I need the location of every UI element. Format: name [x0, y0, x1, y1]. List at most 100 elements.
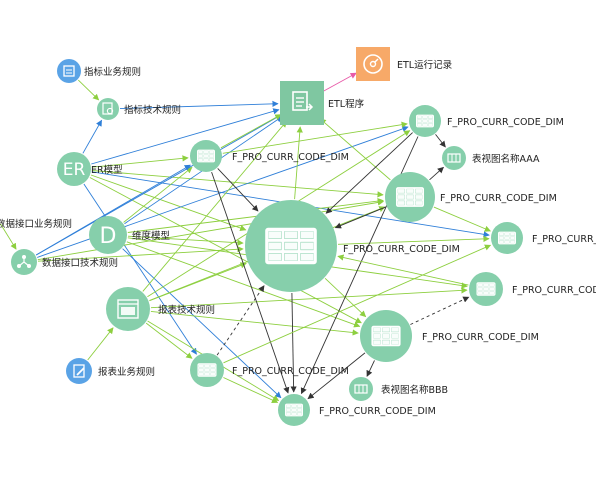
node-v1[interactable]: 表视图名称AAA: [442, 146, 540, 170]
svg-text:ER: ER: [63, 160, 86, 180]
node-etllog[interactable]: ETL运行记录: [356, 47, 453, 81]
node-sjjkyw[interactable]: 数据接口业务规则: [0, 218, 72, 230]
view-icon: [349, 377, 373, 401]
dimension-icon: D: [89, 216, 127, 254]
node-label: 数据接口技术规则: [42, 257, 118, 269]
node-label: F_PRO_CURR_CODE_DIM: [232, 152, 349, 163]
node-label: F_PRO_CURR_CODE_DIM: [440, 193, 557, 204]
edge-n_t2-n_etl: [220, 114, 282, 149]
node-wd[interactable]: D 维度模型: [89, 216, 171, 254]
edge-n_sjjkjs-n_center: [37, 246, 244, 262]
node-label: F_PRO_CURR_CODE_DIM: [319, 406, 436, 417]
edge-n_t5-n_center: [337, 254, 469, 286]
table-icon: [409, 105, 441, 137]
edge-n_wd-n_center: [127, 235, 244, 246]
gauge-icon: [356, 47, 390, 81]
edge-n_er-n_t3: [91, 170, 384, 198]
table-icon: [385, 172, 435, 222]
edge-n_t3-n_etl: [319, 118, 391, 181]
edge-n_wd-n_t3: [127, 197, 384, 233]
edge-n_t6-n_t8: [307, 352, 366, 400]
view-icon: [442, 146, 466, 170]
node-bbjs[interactable]: 报表技术规则: [106, 287, 215, 331]
edge-n_etl-n_etllog: [321, 72, 357, 93]
node-t3[interactable]: F_PRO_CURR_CODE_DIM: [385, 172, 557, 222]
node-label: 指标技术规则: [124, 104, 181, 116]
table-icon: [491, 222, 523, 254]
edge-n_t3-n_v1: [429, 166, 444, 181]
edge-n_er-n_etl: [91, 108, 280, 165]
edge-n_sjjkyw-n_sjjkjs: [0, 223, 17, 250]
node-zbyw[interactable]: 指标业务规则: [57, 59, 141, 83]
node-label: F_PRO_CURR_CODE_DIM: [343, 244, 460, 255]
table-icon: [245, 200, 337, 292]
node-label: F_PRO_CURR_CODE_DIM: [447, 117, 564, 128]
edge-n_bbyw-n_bbjs: [87, 327, 114, 361]
node-label: F_PRO_CURR_CODE_DIM: [422, 332, 539, 343]
report-icon: [106, 287, 150, 331]
node-label: 维度模型: [132, 230, 171, 242]
edge-n_er-n_zbjs: [82, 119, 102, 154]
edge-n_bbjs-n_center: [149, 262, 247, 302]
node-label: 报表技术规则: [158, 304, 215, 316]
edge-n_center-n_t8: [290, 292, 297, 393]
node-v2[interactable]: 表视图名称BBB: [349, 377, 448, 401]
node-label: 指标业务规则: [84, 66, 141, 78]
node-label: F_PRO_CURR_CODE_DIM: [512, 285, 596, 296]
node-label: 数据接口业务规则: [0, 218, 72, 230]
edge-n_t7-n_center: [216, 285, 265, 356]
node-label: F_PRO_CURR_CODE_DIM: [232, 366, 349, 377]
edge-n_zbjs-n_etl: [119, 100, 279, 110]
edge-n_wd-n_t6: [126, 241, 361, 328]
node-label: 表视图名称AAA: [472, 153, 540, 165]
node-label: ETL程序: [328, 98, 365, 110]
edge-n_t2-n_t1: [222, 121, 408, 154]
edge-n_wd-n_t8: [122, 248, 282, 399]
edge-n_wd-n_t2: [123, 166, 193, 223]
node-label: 报表业务规则: [98, 366, 155, 378]
edge-n_zbyw-n_zbjs: [77, 79, 100, 101]
node-label: ER模型: [91, 164, 123, 176]
table-icon: [360, 310, 412, 362]
etl-program-icon: [280, 81, 324, 125]
edge-n_t3-n_t4: [433, 206, 491, 232]
node-zbjs[interactable]: 指标技术规则: [97, 98, 181, 120]
node-t2[interactable]: F_PRO_CURR_CODE_DIM: [190, 140, 349, 172]
edge-n_t1-n_center: [325, 132, 413, 214]
node-t1[interactable]: F_PRO_CURR_CODE_DIM: [409, 105, 564, 137]
node-bbyw[interactable]: 报表业务规则: [66, 358, 155, 384]
edge-n_t7-n_t8: [223, 377, 279, 403]
node-label: F_PRO_CURR_CODE_DIM: [532, 234, 596, 245]
edge-n_bbjs-n_t6: [150, 310, 359, 336]
node-center[interactable]: F_PRO_CURR_CODE_DIM: [245, 200, 460, 292]
node-etl[interactable]: ETL程序: [280, 81, 365, 125]
node-label: 表视图名称BBB: [381, 384, 448, 396]
edge-n_t6-n_v2: [366, 360, 375, 377]
edge-n_t1-n_v1: [435, 134, 446, 148]
gear-doc-icon: [97, 98, 119, 120]
interface-icon: [11, 249, 37, 275]
edge-n_er-n_t7: [83, 183, 197, 355]
edge-n_center-n_etl: [294, 126, 303, 200]
node-t7[interactable]: F_PRO_CURR_CODE_DIM: [190, 353, 349, 387]
edge-n_t3-n_center: [334, 206, 387, 229]
svg-text:D: D: [100, 224, 117, 249]
edge-n_t2-n_t8: [211, 171, 290, 394]
node-t8[interactable]: F_PRO_CURR_CODE_DIM: [278, 394, 436, 426]
node-t6[interactable]: F_PRO_CURR_CODE_DIM: [360, 310, 539, 362]
er-model-icon: ER: [57, 152, 91, 186]
node-label: ETL运行记录: [397, 59, 453, 71]
document-icon: [57, 59, 81, 83]
edge-n_bbjs-n_t5: [150, 287, 468, 309]
node-t4[interactable]: F_PRO_CURR_CODE_DIM: [491, 222, 596, 254]
node-sjjkjs[interactable]: 数据接口技术规则: [11, 249, 118, 275]
edge-n_sjjkjs-n_t2: [35, 164, 191, 256]
table-icon: [190, 353, 224, 387]
edge-n_bbjs-n_etl: [142, 120, 287, 292]
table-icon: [190, 140, 222, 172]
node-er[interactable]: ER ER模型: [57, 152, 123, 186]
edge-n_t6-n_t5: [410, 296, 470, 325]
node-t5[interactable]: F_PRO_CURR_CODE_DIM: [469, 272, 596, 306]
